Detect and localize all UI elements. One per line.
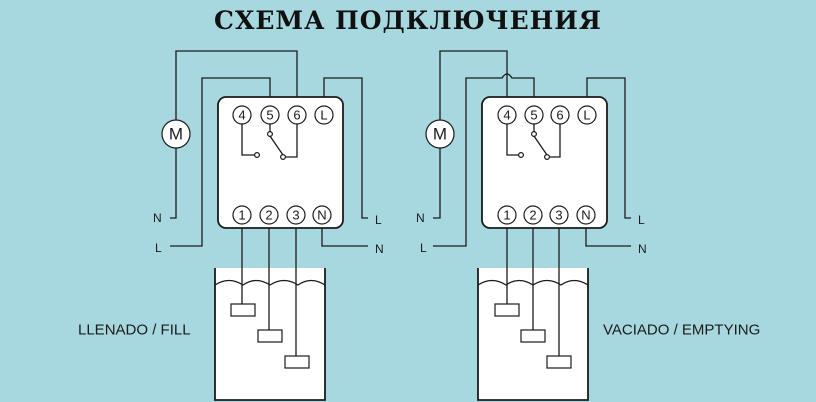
terminal-3 xyxy=(286,205,306,225)
terminal-1-label: 1 xyxy=(238,208,245,223)
terminal-2 xyxy=(259,205,279,225)
terminal-n xyxy=(576,205,596,225)
probe-electrode-2 xyxy=(520,329,546,343)
terminal-l xyxy=(314,105,334,125)
probe-electrode-2 xyxy=(257,329,283,343)
terminal-1 xyxy=(497,205,517,225)
live-label: L xyxy=(638,213,645,227)
motor-icon xyxy=(425,119,455,149)
fill-diagram: 4 5 6 L 1 2 3 N M N L L N LLENADO / FI xyxy=(78,50,384,401)
motor-label: M xyxy=(433,125,447,144)
terminal-3 xyxy=(549,205,569,225)
neutral-label: N xyxy=(375,242,384,256)
terminal-n-label: N xyxy=(581,208,590,223)
neutral-label: N xyxy=(153,211,162,225)
live-label: L xyxy=(420,241,427,255)
terminal-5 xyxy=(524,105,544,125)
terminal-6-label: 6 xyxy=(556,108,563,123)
live-label: L xyxy=(375,213,382,227)
terminal-2-label: 2 xyxy=(529,208,536,223)
emptying-diagram: 4 5 6 L 1 2 3 N M N L L N VACIADO / EM xyxy=(416,50,760,401)
terminal-3-label: 3 xyxy=(292,208,299,223)
emptying-relay-box xyxy=(481,96,608,229)
probe-electrode-1 xyxy=(230,303,256,317)
live-label: L xyxy=(155,241,162,255)
page-title: СХЕМА ПОДКЛЮЧЕНИЯ xyxy=(214,6,602,35)
fill-relay-box xyxy=(217,96,344,229)
neutral-label: N xyxy=(416,211,425,225)
terminal-5-label: 5 xyxy=(266,108,273,123)
terminal-l-label: L xyxy=(583,108,590,123)
terminal-5-label: 5 xyxy=(530,108,537,123)
terminal-5 xyxy=(260,105,280,125)
fill-caption: LLENADO / FILL xyxy=(78,322,191,339)
terminal-3-label: 3 xyxy=(555,208,562,223)
motor-label: M xyxy=(169,125,183,144)
terminal-n xyxy=(312,205,332,225)
terminal-4 xyxy=(497,105,517,125)
terminal-l-label: L xyxy=(320,108,327,123)
terminal-1 xyxy=(232,205,252,225)
terminal-2 xyxy=(523,205,543,225)
neutral-label: N xyxy=(638,242,647,256)
terminal-2-label: 2 xyxy=(265,208,272,223)
terminal-6 xyxy=(287,105,307,125)
terminal-4-label: 4 xyxy=(503,108,510,123)
terminal-4-label: 4 xyxy=(238,108,245,123)
terminal-l xyxy=(577,105,597,125)
emptying-caption: VACIADO / EMPTYING xyxy=(603,322,760,339)
terminal-1-label: 1 xyxy=(503,208,510,223)
terminal-4 xyxy=(232,105,252,125)
probe-electrode-3 xyxy=(284,355,310,369)
terminal-6 xyxy=(550,105,570,125)
probe-electrode-3 xyxy=(546,355,572,369)
probe-electrode-1 xyxy=(494,303,520,317)
terminal-6-label: 6 xyxy=(293,108,300,123)
motor-icon xyxy=(161,119,191,149)
terminal-n-label: N xyxy=(317,208,326,223)
